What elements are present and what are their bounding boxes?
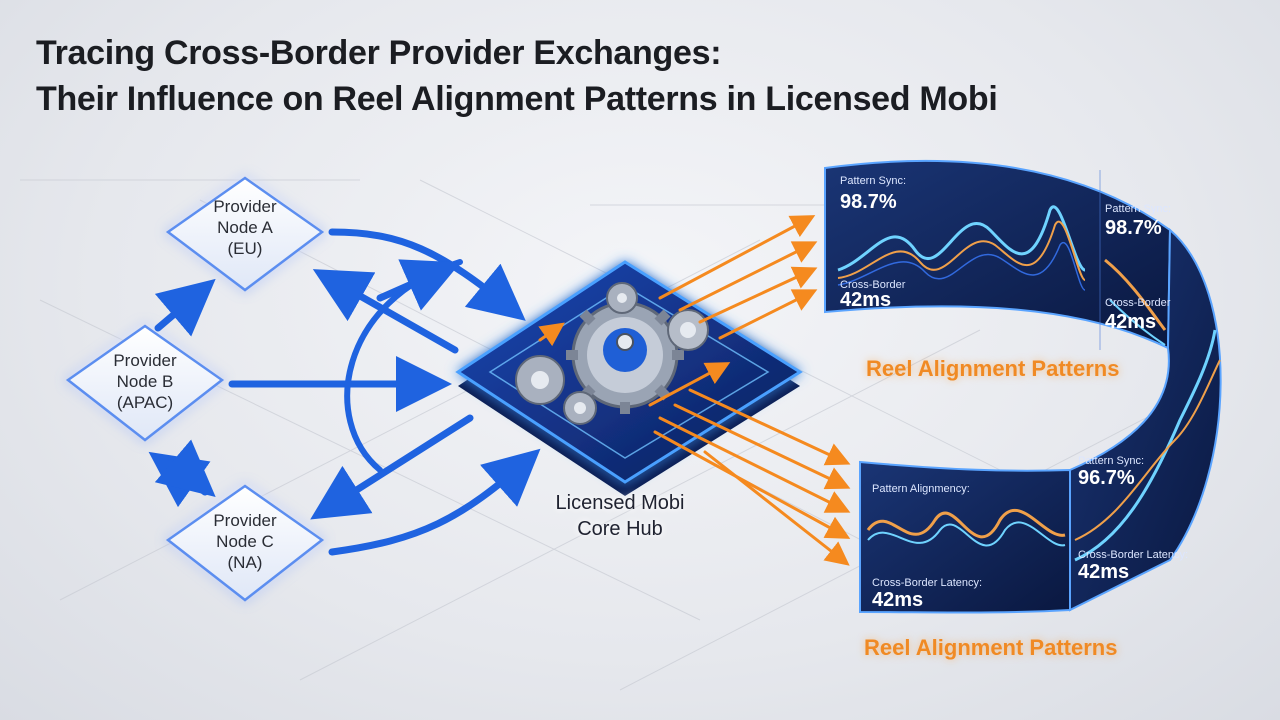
arrow-b-to-c bbox=[154, 439, 216, 498]
bottom-right-sync-value: 96.7% bbox=[1078, 467, 1135, 489]
arrow-hub-to-a bbox=[312, 269, 459, 354]
bottom-panel-latency-label: Cross-Border Latency: bbox=[872, 577, 982, 589]
node-c-line-3: (NA) bbox=[227, 553, 263, 572]
hub-line-2: Core Hub bbox=[577, 518, 663, 540]
provider-node-a bbox=[165, 176, 325, 292]
arrow-a-to-hub bbox=[328, 228, 526, 321]
top-right-sync-value: 98.7% bbox=[1105, 217, 1162, 239]
node-b-line-3: (APAC) bbox=[116, 393, 174, 412]
node-c-line-2: Node C bbox=[216, 532, 274, 551]
top-panel-sync-label: Pattern Sync: bbox=[840, 175, 906, 187]
node-a-line-3: (EU) bbox=[227, 239, 263, 258]
node-a-line-1: Provider bbox=[213, 197, 277, 216]
reel-panel-right bbox=[1069, 227, 1222, 612]
bottom-right-latency-label: Cross-Border Latency: bbox=[1078, 549, 1188, 561]
top-panel-latency-value: 42ms bbox=[840, 289, 891, 311]
bottom-panel-latency-value: 42ms bbox=[872, 589, 923, 611]
arrow-cross-a bbox=[376, 259, 461, 311]
provider-node-c bbox=[165, 484, 325, 602]
node-b-line-2: Node B bbox=[116, 372, 174, 391]
node-c-line-1: Provider bbox=[213, 511, 277, 530]
gear-icon bbox=[667, 309, 709, 351]
bottom-panel-sync-label: Pattern Alignmency: bbox=[872, 483, 970, 495]
top-right-latency-value: 42ms bbox=[1105, 311, 1156, 333]
title-line-2: Their Influence on Reel Alignment Patter… bbox=[36, 80, 998, 118]
provider-node-c-label: Provider Node C (NA) bbox=[185, 510, 305, 573]
node-a-line-2: Node A bbox=[217, 218, 273, 237]
node-b-line-1: Provider bbox=[113, 351, 177, 370]
orange-flow-arrows bbox=[538, 215, 851, 566]
bottom-right-sync-label: Pattern Sync: bbox=[1078, 455, 1144, 467]
reel-panel-bottom bbox=[859, 460, 1071, 614]
hub-line-1: Licensed Mobi bbox=[555, 492, 685, 514]
arrow-hub-to-c bbox=[310, 414, 474, 520]
reel-label-bottom: Reel Alignment Patterns bbox=[864, 635, 1118, 660]
core-hub-label: Licensed Mobi Core Hub bbox=[520, 490, 720, 542]
reel-panels: Pattern Sync: 98.7% Cross-Border 42ms Pa… bbox=[824, 159, 1222, 614]
title-line-1: Tracing Cross-Border Provider Exchanges: bbox=[36, 34, 722, 72]
provider-node-b bbox=[65, 324, 225, 442]
gear-icon bbox=[563, 391, 597, 425]
top-panel-latency-label: Cross-Border bbox=[840, 279, 906, 291]
arrow-b-to-a bbox=[154, 278, 216, 337]
top-right-sync-label: Pattern Sync: bbox=[1105, 203, 1171, 215]
gear-icon bbox=[515, 355, 565, 405]
top-panel-sync-value: 98.7% bbox=[840, 191, 897, 213]
reel-label-top: Reel Alignment Patterns bbox=[866, 356, 1120, 381]
blue-flow-arrows bbox=[148, 228, 541, 556]
bottom-right-latency-value: 42ms bbox=[1078, 561, 1129, 583]
provider-node-a-label: Provider Node A (EU) bbox=[185, 196, 305, 259]
gear-icon bbox=[606, 282, 638, 314]
top-right-latency-label: Cross-Border bbox=[1105, 297, 1171, 309]
arrow-c-to-hub bbox=[328, 448, 541, 556]
provider-node-b-label: Provider Node B (APAC) bbox=[85, 350, 205, 413]
page-title: Tracing Cross-Border Provider Exchanges:… bbox=[36, 30, 1236, 122]
